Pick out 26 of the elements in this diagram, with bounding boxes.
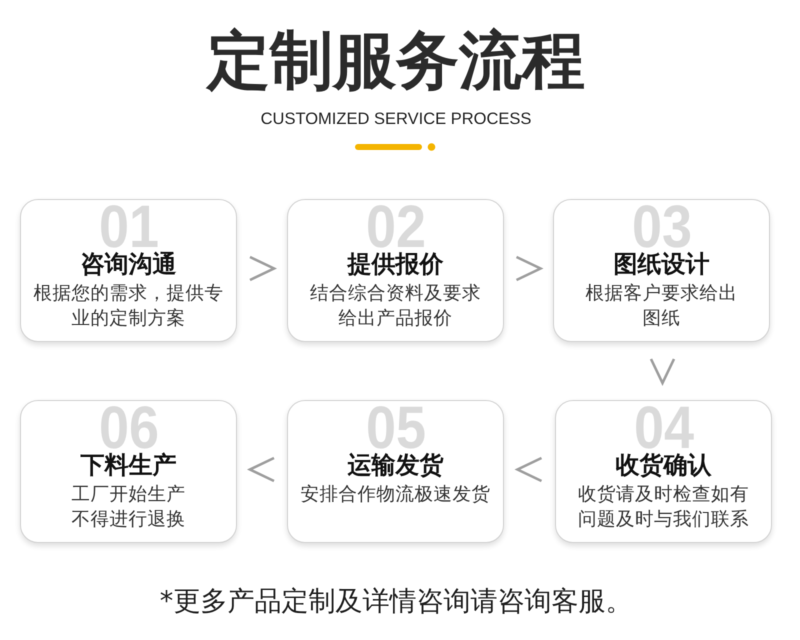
step-card bbox=[553, 199, 770, 342]
subtitle: CUSTOMIZED SERVICE PROCESS bbox=[260, 108, 532, 128]
step-card bbox=[287, 199, 504, 342]
footnote: *更多产品定制及详情咨询请咨询客服。 bbox=[160, 585, 632, 619]
step-title: 收货确认 bbox=[616, 452, 712, 478]
step-card bbox=[555, 400, 772, 543]
step-description: 收货请及时检查如有问题及时与我们联系 bbox=[577, 483, 750, 532]
chevron-arrow bbox=[249, 256, 277, 282]
step-card bbox=[20, 199, 237, 342]
chevron-arrow bbox=[514, 456, 542, 482]
step-title: 下料生产 bbox=[80, 452, 176, 478]
chevron-arrow bbox=[650, 358, 676, 386]
step-description: 根据客户要求给出图纸 bbox=[584, 282, 738, 330]
step-card bbox=[287, 400, 504, 543]
step-title: 运输发货 bbox=[348, 452, 444, 478]
step-description: 工厂开始生产不得进行退换 bbox=[70, 483, 186, 532]
step-description: 根据您的需求，提供专业的定制方案 bbox=[32, 282, 224, 330]
step-description: 结合综合资料及要求给出产品报价 bbox=[309, 282, 482, 330]
chevron-arrow bbox=[247, 456, 275, 482]
step-title: 咨询沟通 bbox=[80, 251, 176, 277]
step-title: 图纸设计 bbox=[614, 251, 710, 277]
chevron-arrow bbox=[516, 256, 544, 282]
step-title: 提供报价 bbox=[348, 251, 444, 277]
step-description: 安排合作物流极速发货 bbox=[300, 483, 492, 507]
step-card bbox=[20, 400, 237, 543]
page-title: 定制服务流程 bbox=[207, 26, 585, 96]
